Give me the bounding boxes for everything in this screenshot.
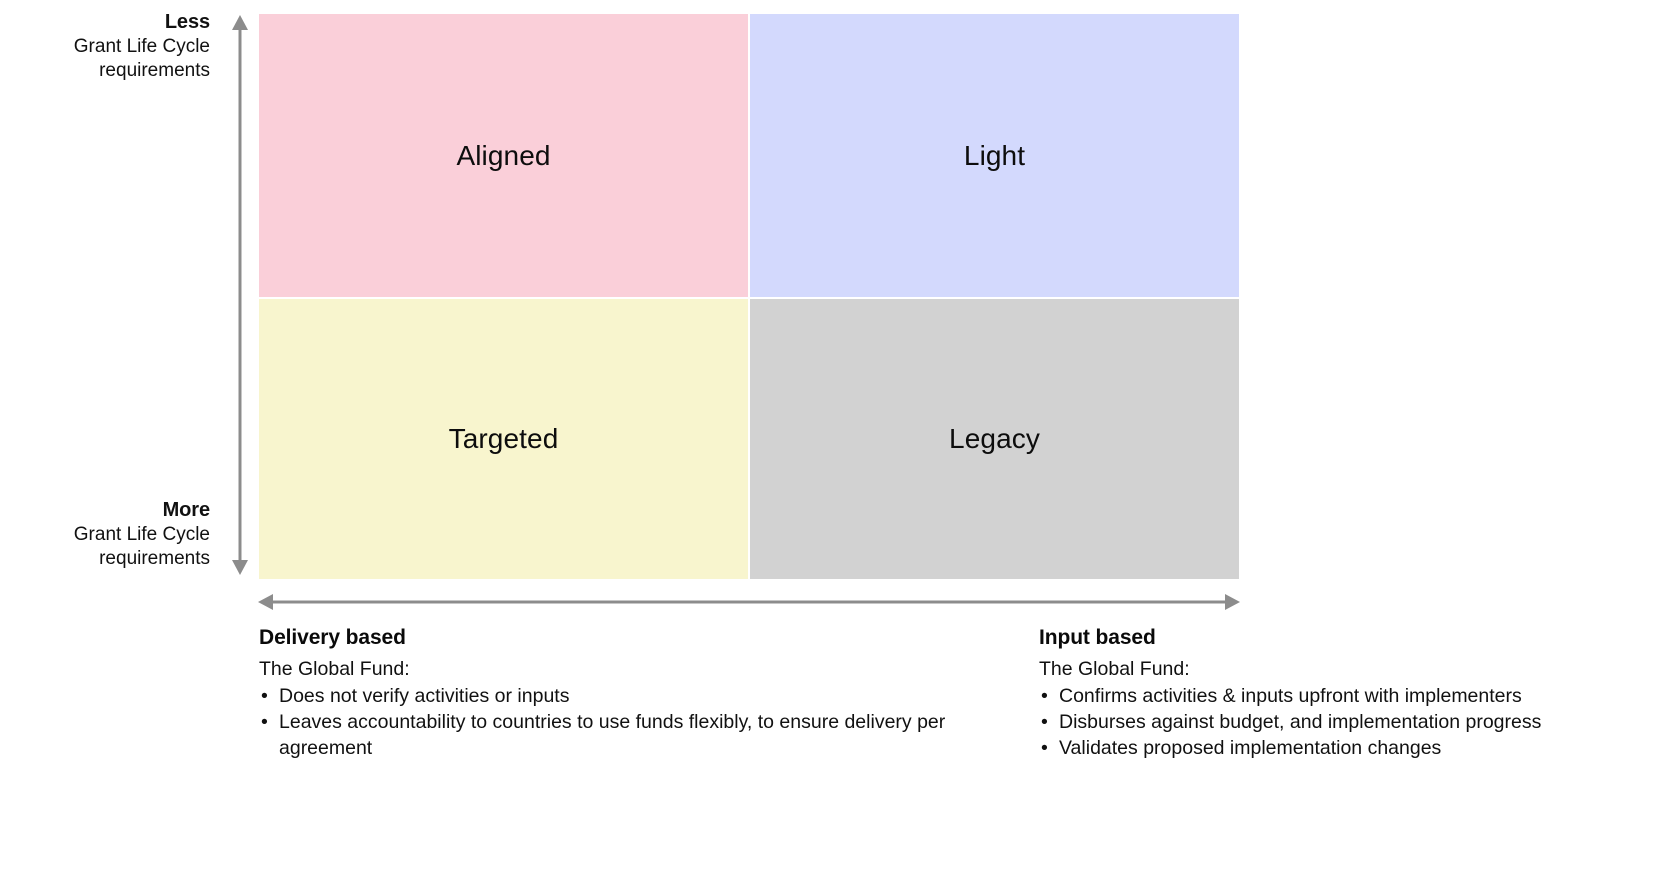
quadrant-targeted-label: Targeted bbox=[448, 423, 559, 454]
list-item: Disburses against budget, and implementa… bbox=[1039, 709, 1639, 735]
y-axis-label-top: Less Grant Life Cycle requirements bbox=[0, 10, 210, 83]
quadrant-aligned-label: Aligned bbox=[456, 139, 551, 171]
quadrant-legacy[interactable]: Legacy bbox=[750, 299, 1239, 579]
footnote-delivery-heading: Delivery based bbox=[259, 626, 406, 649]
list-item: Does not verify activities or inputs bbox=[259, 683, 999, 709]
quadrant-aligned[interactable]: Aligned bbox=[259, 14, 748, 297]
quadrant-light-label: Light bbox=[963, 139, 1026, 171]
footnote-input-heading: Input based bbox=[1039, 626, 1156, 649]
list-item: Validates proposed implementation change… bbox=[1039, 735, 1639, 761]
y-axis-label-top-line2: requirements bbox=[99, 59, 210, 81]
list-item: Leaves accountability to countries to us… bbox=[259, 709, 999, 761]
y-axis-label-top-line1: Grant Life Cycle bbox=[73, 36, 210, 57]
footnote-delivery-intro: The Global Fund: bbox=[259, 658, 410, 680]
quadrant-matrix: Aligned Light Targeted Legacy bbox=[259, 14, 1239, 579]
quadrant-legacy-label: Legacy bbox=[949, 423, 1040, 454]
y-axis-label-bottom-strong: More bbox=[162, 499, 210, 521]
quadrant-targeted[interactable]: Targeted bbox=[259, 299, 748, 579]
y-axis-label-top-strong: Less bbox=[164, 11, 210, 33]
footnote-input-intro: The Global Fund: bbox=[1039, 658, 1190, 680]
footnote-input-bullets: Confirms activities & inputs upfront wit… bbox=[1039, 683, 1639, 762]
vertical-axis-arrow-icon bbox=[231, 14, 249, 576]
quadrant-light[interactable]: Light bbox=[750, 14, 1239, 297]
list-item: Confirms activities & inputs upfront wit… bbox=[1039, 683, 1639, 709]
horizontal-axis-arrow-icon bbox=[257, 593, 1241, 611]
y-axis-label-bottom-line2: requirements bbox=[99, 547, 210, 569]
y-axis-label-bottom: More Grant Life Cycle requirements bbox=[0, 498, 210, 571]
footnote-input-based: Input based The Global Fund: Confirms ac… bbox=[1039, 626, 1639, 762]
y-axis-label-bottom-line1: Grant Life Cycle bbox=[73, 524, 210, 545]
footnote-delivery-bullets: Does not verify activities or inputs Lea… bbox=[259, 683, 999, 761]
footnote-columns: Delivery based The Global Fund: Does not… bbox=[0, 626, 1656, 866]
footnote-delivery-based: Delivery based The Global Fund: Does not… bbox=[259, 626, 999, 762]
